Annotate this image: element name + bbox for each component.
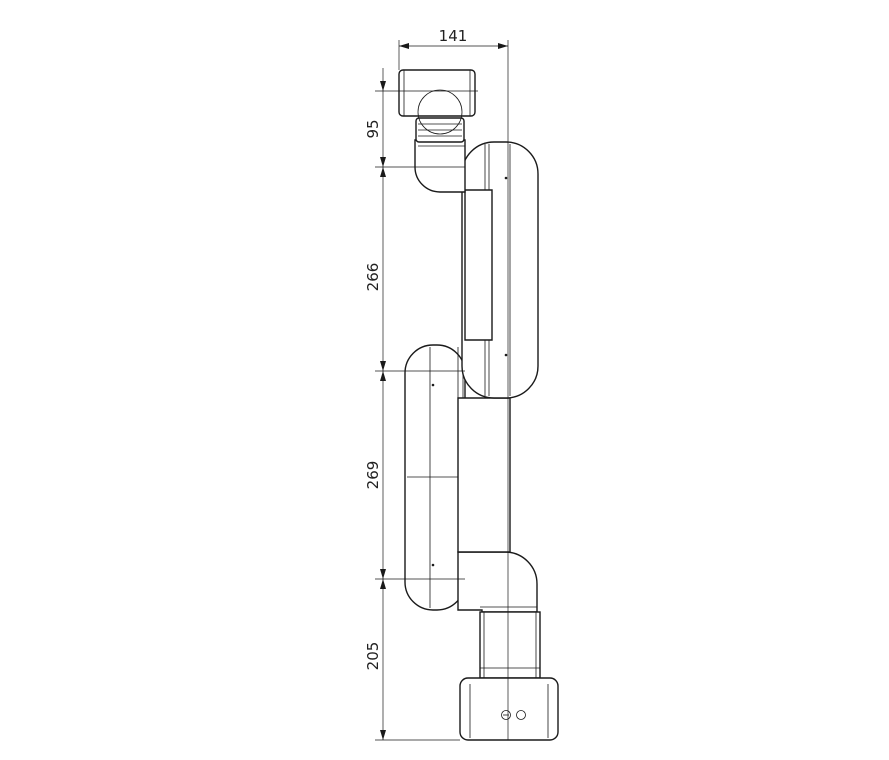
dimension-wrist-height: 95 — [364, 81, 386, 177]
base-column — [479, 611, 541, 679]
base-box — [459, 677, 559, 741]
upper-link-label: 266 — [364, 263, 382, 292]
center-spine-link — [457, 397, 511, 553]
tool-head — [398, 69, 476, 117]
base-height-label: 205 — [364, 642, 382, 671]
dimension-lower-link: 269 — [364, 371, 386, 579]
dimension-annotations: 141 95 266 269 — [364, 27, 509, 741]
wrist-joint — [414, 139, 466, 193]
robot-arm — [398, 69, 559, 741]
elbow-connector — [464, 189, 493, 341]
dimension-base-height: 205 — [364, 579, 386, 740]
wrist-height-label: 95 — [364, 119, 382, 138]
overall-width-label: 141 — [439, 27, 468, 45]
base-elbow — [457, 551, 538, 613]
dimension-upper-link: 266 — [364, 157, 386, 371]
lower-link-body — [404, 344, 466, 611]
dimension-overall-width: 141 — [398, 27, 509, 740]
lower-link-label: 269 — [364, 461, 382, 490]
base-button — [516, 710, 526, 720]
base-connector-port — [501, 710, 511, 720]
